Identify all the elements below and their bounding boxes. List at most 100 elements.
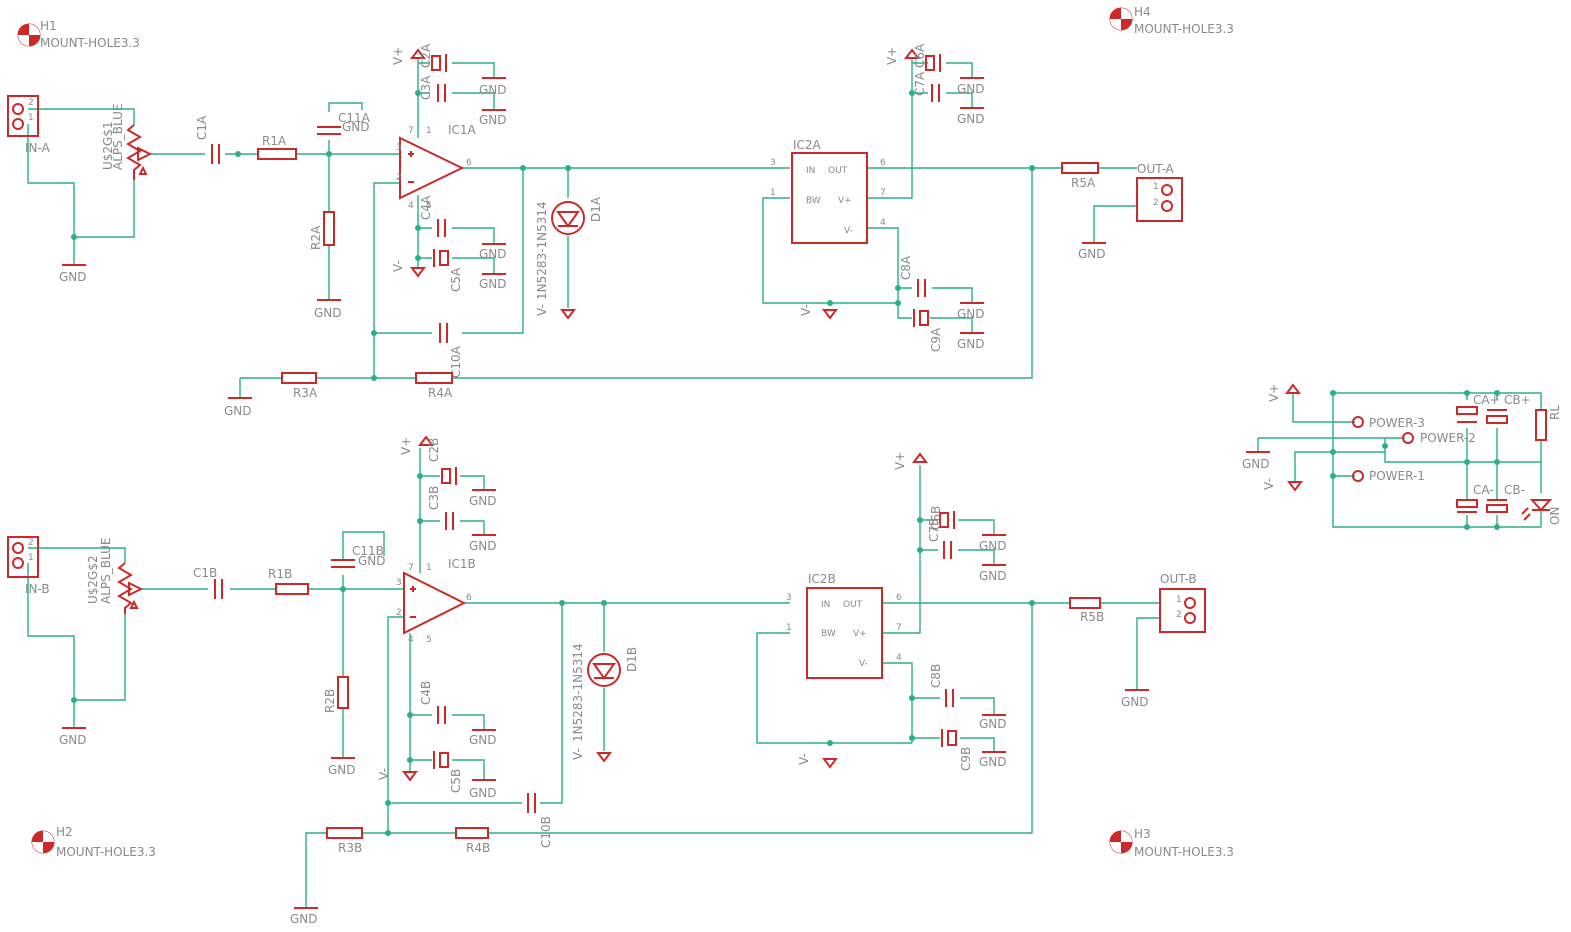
capacitor-c4b[interactable]: C4B (419, 681, 446, 724)
channel-b: 2 1 IN-B U$2G$2 ALPS_BLUE C1B R1B C11B G… (7, 435, 1206, 926)
capacitor-ca-minus[interactable]: CA- (1456, 483, 1494, 513)
buffer-ic2b[interactable]: IN OUT BW V+ V- 3 1 6 7 4 IC2B (786, 572, 902, 679)
mount-hole-h3[interactable]: H3 MOUNT-HOLE3.3 (1109, 827, 1234, 859)
buffer-ic2a[interactable]: IN OUT BW V+ V- 3 1 6 7 4 IC2A (770, 138, 886, 244)
svg-text:GND: GND (1078, 247, 1106, 261)
svg-text:R2A: R2A (309, 225, 323, 250)
svg-text:C4A: C4A (419, 195, 433, 220)
gnd-c3b: GND (469, 534, 497, 553)
capacitor-c10a[interactable]: C10A (439, 323, 463, 378)
gnd-pot-b: GND (59, 727, 87, 747)
power-3-pad[interactable]: POWER-3 (1352, 416, 1425, 430)
power-2-pad[interactable]: POWER-2 (1402, 431, 1476, 445)
capacitor-c2a[interactable]: C2A (419, 43, 447, 72)
svg-text:V+: V+ (1267, 384, 1281, 402)
svg-text:IN: IN (821, 600, 830, 610)
vminus-ic1a: V- (391, 260, 426, 278)
resistor-r3b[interactable]: R3B (326, 827, 363, 855)
capacitor-c10b[interactable]: C10B (527, 793, 553, 848)
diode-d1b[interactable]: D1B 1N5283-1N5314 (571, 643, 639, 742)
svg-text:1N5283-1N5314: 1N5283-1N5314 (535, 201, 549, 300)
connector-in-b[interactable]: 2 1 IN-B (7, 536, 50, 596)
svg-text:IC1A: IC1A (448, 123, 477, 137)
svg-text:6: 6 (466, 158, 472, 168)
resistor-r2b[interactable]: R2B (323, 676, 349, 713)
gnd-power: GND (1242, 451, 1270, 471)
capacitor-c9a[interactable]: C9A (913, 309, 943, 352)
gnd-pot-a: GND (59, 264, 87, 284)
connector-out-a[interactable]: 1 2 OUT-A (1136, 162, 1183, 222)
capacitor-c7b[interactable]: C7B (927, 518, 952, 559)
capacitor-c3b[interactable]: C3B (427, 486, 454, 530)
capacitor-cb-minus[interactable]: CB- (1486, 483, 1525, 513)
svg-text:R5A: R5A (1071, 176, 1096, 190)
capacitor-ca-plus[interactable]: CA+ (1456, 393, 1500, 423)
svg-text:2: 2 (396, 608, 402, 618)
mount-hole-h2[interactable]: H2 MOUNT-HOLE3.3 (31, 825, 156, 859)
svg-text:OUT-B: OUT-B (1160, 572, 1197, 586)
capacitor-c11a[interactable]: C11A GND (317, 111, 371, 135)
resistor-r2a[interactable]: R2A (309, 211, 335, 250)
capacitor-c2b[interactable]: C2B (427, 438, 457, 485)
diode-d1a[interactable]: D1A 1N5283-1N5314 (535, 196, 603, 300)
opamp-ic1a[interactable]: 3 2 6 7 1 4 5 IC1A (396, 123, 477, 211)
capacitor-c8a[interactable]: C8A (899, 255, 926, 297)
h4-value: MOUNT-HOLE3.3 (1134, 22, 1234, 36)
svg-text:C8A: C8A (899, 255, 913, 280)
resistor-r5b[interactable]: R5B (1069, 597, 1104, 624)
svg-text:C7A: C7A (913, 71, 927, 96)
svg-text:GND: GND (59, 733, 87, 747)
svg-text:R1A: R1A (262, 134, 287, 148)
svg-text:C10B: C10B (539, 816, 553, 848)
svg-text:C6A: C6A (913, 43, 927, 68)
mount-hole-h1[interactable]: H1 MOUNT-HOLE3.3 (17, 19, 140, 50)
svg-text:GND: GND (979, 539, 1007, 553)
capacitor-c6b[interactable]: C6B (929, 506, 955, 530)
svg-text:C7B: C7B (927, 518, 941, 542)
capacitor-c5b[interactable]: C5B (433, 751, 463, 793)
svg-text:3: 3 (786, 593, 792, 603)
svg-text:5: 5 (426, 201, 432, 211)
capacitor-c5a[interactable]: C5A (433, 249, 463, 292)
capacitor-c4a[interactable]: C4A (419, 195, 446, 237)
capacitor-c8b[interactable]: C8B (929, 664, 954, 707)
resistor-r1a[interactable]: R1A (257, 134, 297, 160)
resistor-r4a[interactable]: R4A (415, 372, 453, 400)
svg-text:1: 1 (28, 113, 34, 123)
svg-text:V+: V+ (391, 47, 405, 65)
resistor-r4b[interactable]: R4B (455, 827, 490, 855)
svg-text:POWER-3: POWER-3 (1369, 416, 1425, 430)
svg-text:IN-B: IN-B (25, 582, 50, 596)
svg-text:V+: V+ (399, 437, 413, 455)
potentiometer-b[interactable]: U$2G$2 ALPS_BLUE (86, 538, 144, 614)
resistor-r5a[interactable]: R5A (1061, 162, 1099, 190)
connector-out-b[interactable]: 1 2 OUT-B (1159, 572, 1206, 633)
mount-hole-h4[interactable]: H4 MOUNT-HOLE3.3 (1109, 5, 1234, 36)
capacitor-cb-plus[interactable]: CB+ (1486, 393, 1531, 424)
svg-text:V-: V- (799, 304, 813, 316)
svg-text:POWER-1: POWER-1 (1369, 469, 1425, 483)
resistor-r1b[interactable]: R1B (268, 567, 309, 595)
capacitor-c7a[interactable]: C7A (913, 71, 940, 102)
capacitor-c1b[interactable]: C1B (193, 566, 223, 599)
svg-text:GND: GND (469, 494, 497, 508)
svg-text:GND: GND (342, 120, 370, 134)
capacitor-c6a[interactable]: C6A (913, 43, 941, 72)
svg-text:V-: V- (571, 748, 585, 760)
power-1-pad[interactable]: POWER-1 (1352, 469, 1425, 483)
resistor-r3a[interactable]: R3A (281, 372, 318, 400)
vplus-ic2a: V+ (885, 47, 920, 65)
opamp-ic1b[interactable]: 3 2 6 7 1 4 5 IC1B (396, 557, 476, 645)
capacitor-c1a[interactable]: C1A (195, 115, 220, 164)
capacitor-c9b[interactable]: C9B (941, 729, 973, 771)
svg-text:BW: BW (821, 629, 836, 639)
resistor-rl[interactable]: RL (1535, 405, 1562, 441)
potentiometer-a[interactable]: U$2G$1 ALPS_BLUE (101, 104, 153, 180)
vplus-ic1a: V+ (391, 47, 426, 65)
capacitor-c11b[interactable]: C11B GND (331, 544, 386, 568)
svg-text:GND: GND (479, 247, 507, 261)
connector-in-a[interactable]: 2 1 IN-A (7, 95, 51, 155)
led-on[interactable]: ON (1521, 499, 1562, 525)
capacitor-c3a[interactable]: C3A (419, 75, 446, 102)
